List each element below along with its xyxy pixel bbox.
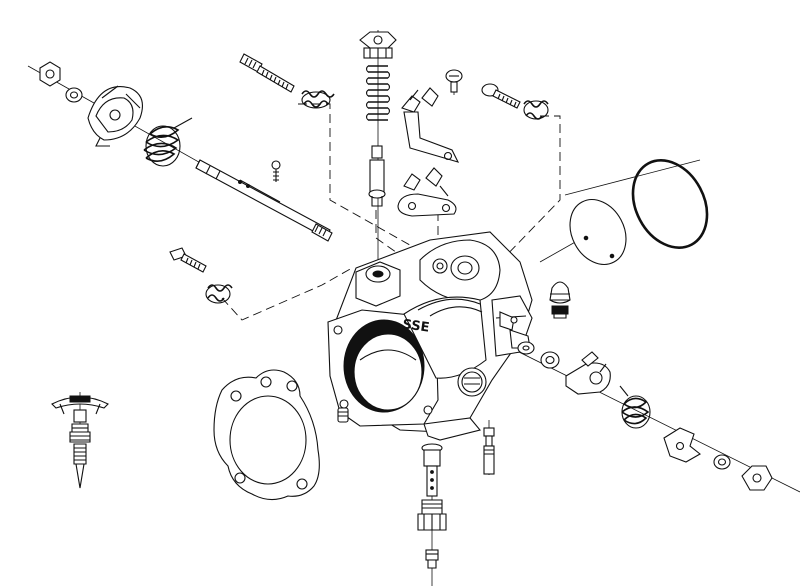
intake-gasket <box>213 369 320 501</box>
idle-adjust-screw <box>239 53 295 93</box>
lock-washer <box>65 87 83 103</box>
o-ring <box>631 159 709 249</box>
main-jet <box>425 549 439 569</box>
idle-spring-left <box>205 284 233 304</box>
right-hex-nut <box>741 465 773 491</box>
idle-screw-left <box>169 247 207 273</box>
body-drain-plug <box>337 407 349 423</box>
throttle-spring-right <box>619 385 651 429</box>
throttle-stop-plate <box>663 427 701 463</box>
shaft-screw <box>271 160 281 182</box>
rubber-boot <box>549 281 571 319</box>
mixture-spring <box>523 100 549 120</box>
throttle-lever-right <box>565 351 611 395</box>
throttle-cam-wheel <box>87 85 143 147</box>
top-hex-cap <box>359 31 397 59</box>
idle-spring <box>301 90 335 109</box>
vertical-spring <box>365 65 391 121</box>
body-stamp-text: SSE <box>401 317 430 336</box>
throttle-return-spring <box>143 117 193 167</box>
accelerator-pump-rod <box>368 145 386 207</box>
pump-lever-lower <box>397 167 457 217</box>
pilot-jet <box>483 427 495 475</box>
float-needle-valve <box>51 395 109 489</box>
right-washer <box>540 351 560 369</box>
small-pivot-screw <box>445 69 463 93</box>
emulsion-tube <box>417 443 447 531</box>
throttle-shaft <box>195 159 333 242</box>
mixture-screw <box>481 83 521 109</box>
diaphragm <box>569 199 627 265</box>
carburetor-body: SSE <box>327 231 535 441</box>
pump-lever-upper <box>401 87 460 163</box>
throttle-nut <box>39 61 61 87</box>
right-lock-washer <box>713 454 731 470</box>
